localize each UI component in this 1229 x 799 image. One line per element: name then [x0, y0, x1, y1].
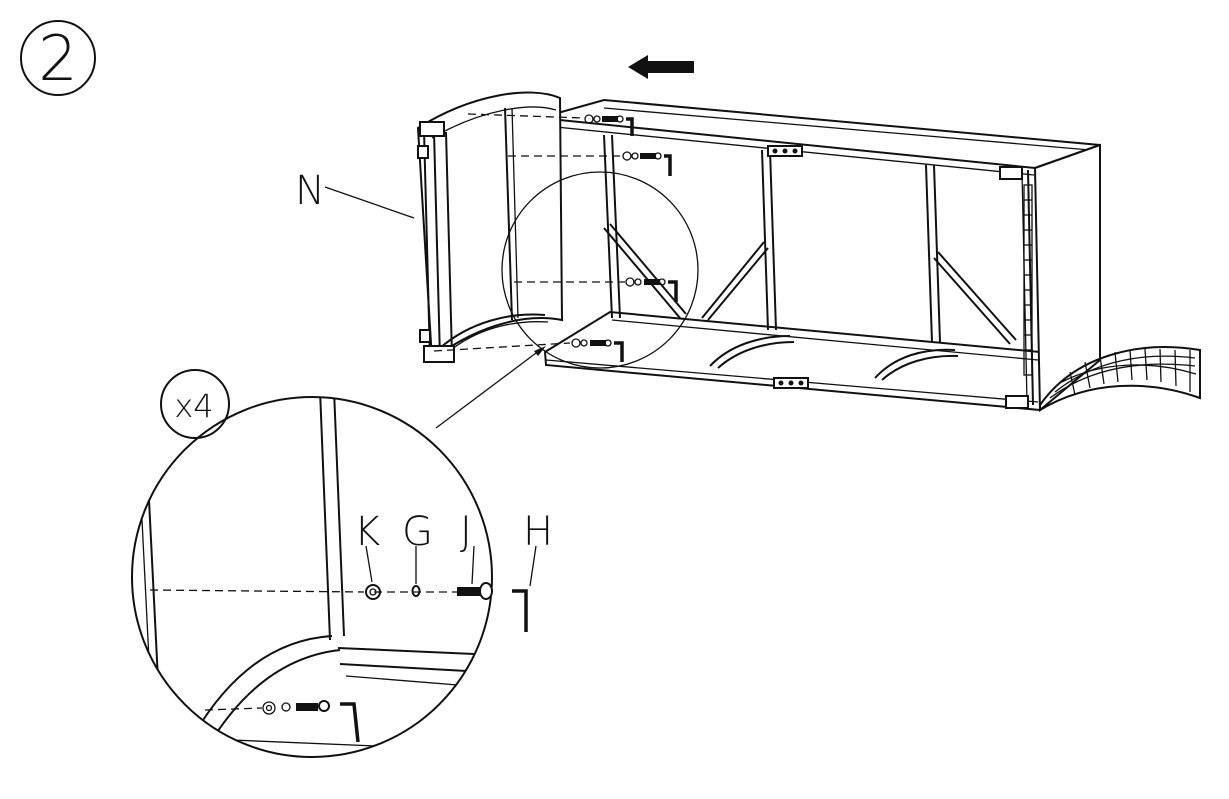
- focus-circle: [501, 171, 699, 369]
- label-n-leader: [324, 186, 415, 219]
- label-k: K: [354, 509, 380, 555]
- end-panel-n: [416, 91, 564, 363]
- fastener-row-4: [433, 338, 624, 362]
- woven-base: [1039, 346, 1201, 412]
- part-j: J: [457, 509, 493, 600]
- label-n: N: [295, 168, 325, 214]
- label-j: J: [460, 509, 472, 555]
- part-k: K: [354, 509, 381, 600]
- label-h: H: [523, 509, 553, 555]
- step-badge: 2: [20, 20, 96, 96]
- fastener-row-2: [508, 151, 672, 176]
- zoom-detail: [131, 396, 493, 758]
- part-h: H: [512, 509, 553, 632]
- fastener-row-3: [514, 277, 678, 302]
- direction-arrow-icon: [628, 55, 694, 79]
- cabinet-frame: [539, 98, 1101, 413]
- detail-leader: [435, 346, 546, 429]
- part-g: G: [402, 509, 433, 597]
- quantity-text: x4: [174, 387, 213, 425]
- step-number: 2: [38, 22, 77, 95]
- fastener-row-1: [467, 113, 634, 136]
- quantity-badge: x4: [160, 369, 230, 439]
- label-g: G: [402, 509, 433, 555]
